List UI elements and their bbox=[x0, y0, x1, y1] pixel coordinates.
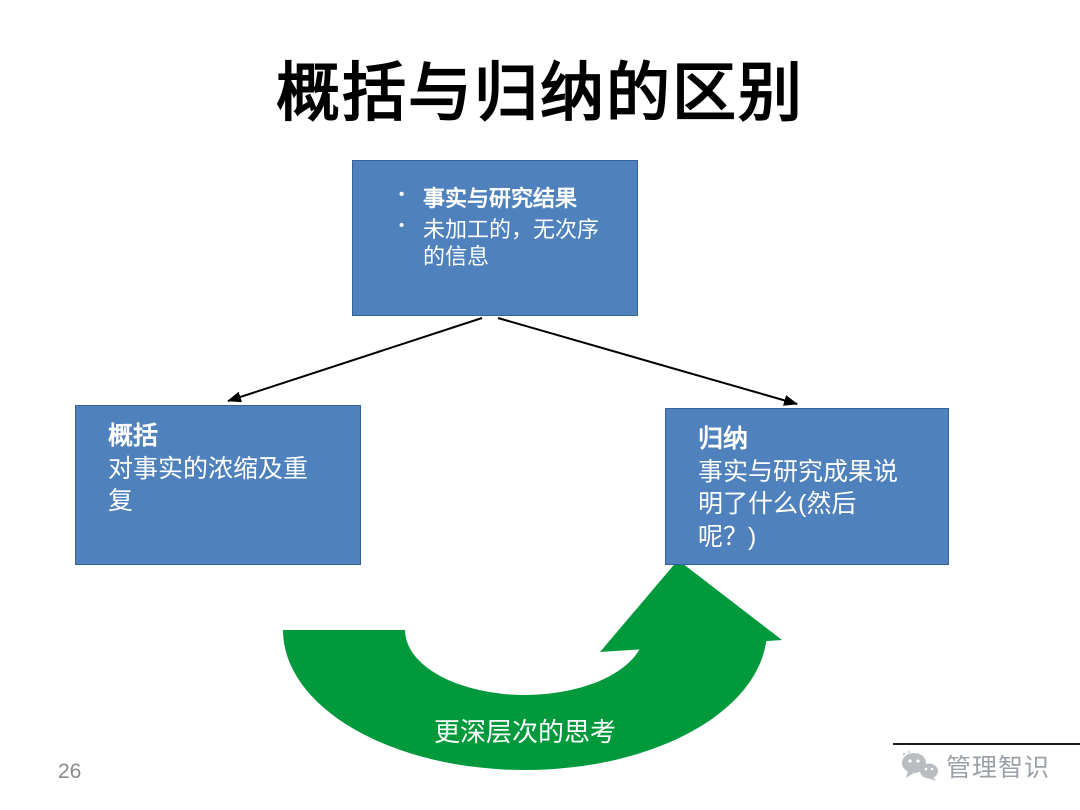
connector-arrow-right bbox=[497, 317, 798, 406]
bullet-item: 事实与研究结果 bbox=[397, 185, 603, 213]
right-box-heading: 归纳 bbox=[698, 425, 749, 453]
top-box-bullets: 事实与研究结果 未加工的，无次序的信息 bbox=[353, 161, 637, 271]
left-box-body: 对事实的浓缩及重复 bbox=[108, 454, 309, 516]
bullet-text: 未加工的，无次序的信息 bbox=[423, 216, 600, 270]
left-box: 概括 对事实的浓缩及重复 bbox=[75, 405, 361, 565]
curved-arrow-body bbox=[283, 630, 767, 770]
left-box-heading: 概括 bbox=[108, 422, 159, 450]
footer-divider-line bbox=[893, 743, 1080, 745]
bullet-text: 事实与研究结果 bbox=[423, 186, 578, 211]
wechat-icon bbox=[901, 751, 938, 781]
watermark-text: 管理智识 bbox=[945, 754, 1050, 782]
footer-watermark: 管理智识 bbox=[900, 748, 1050, 784]
slide-title: 概括与归纳的区别 bbox=[276, 57, 804, 129]
bullet-item: 未加工的，无次序的信息 bbox=[397, 216, 603, 271]
page-number: 26 bbox=[58, 760, 82, 783]
right-box-body: 事实与研究成果说明了什么(然后呢？) bbox=[698, 457, 899, 551]
right-box: 归纳 事实与研究成果说明了什么(然后呢？) bbox=[665, 408, 949, 565]
curved-arrow-label: 更深层次的思考 bbox=[433, 717, 616, 747]
curved-arrow-head bbox=[600, 560, 782, 652]
connector-arrow-left bbox=[227, 317, 483, 403]
top-box: 事实与研究结果 未加工的，无次序的信息 bbox=[352, 160, 638, 316]
